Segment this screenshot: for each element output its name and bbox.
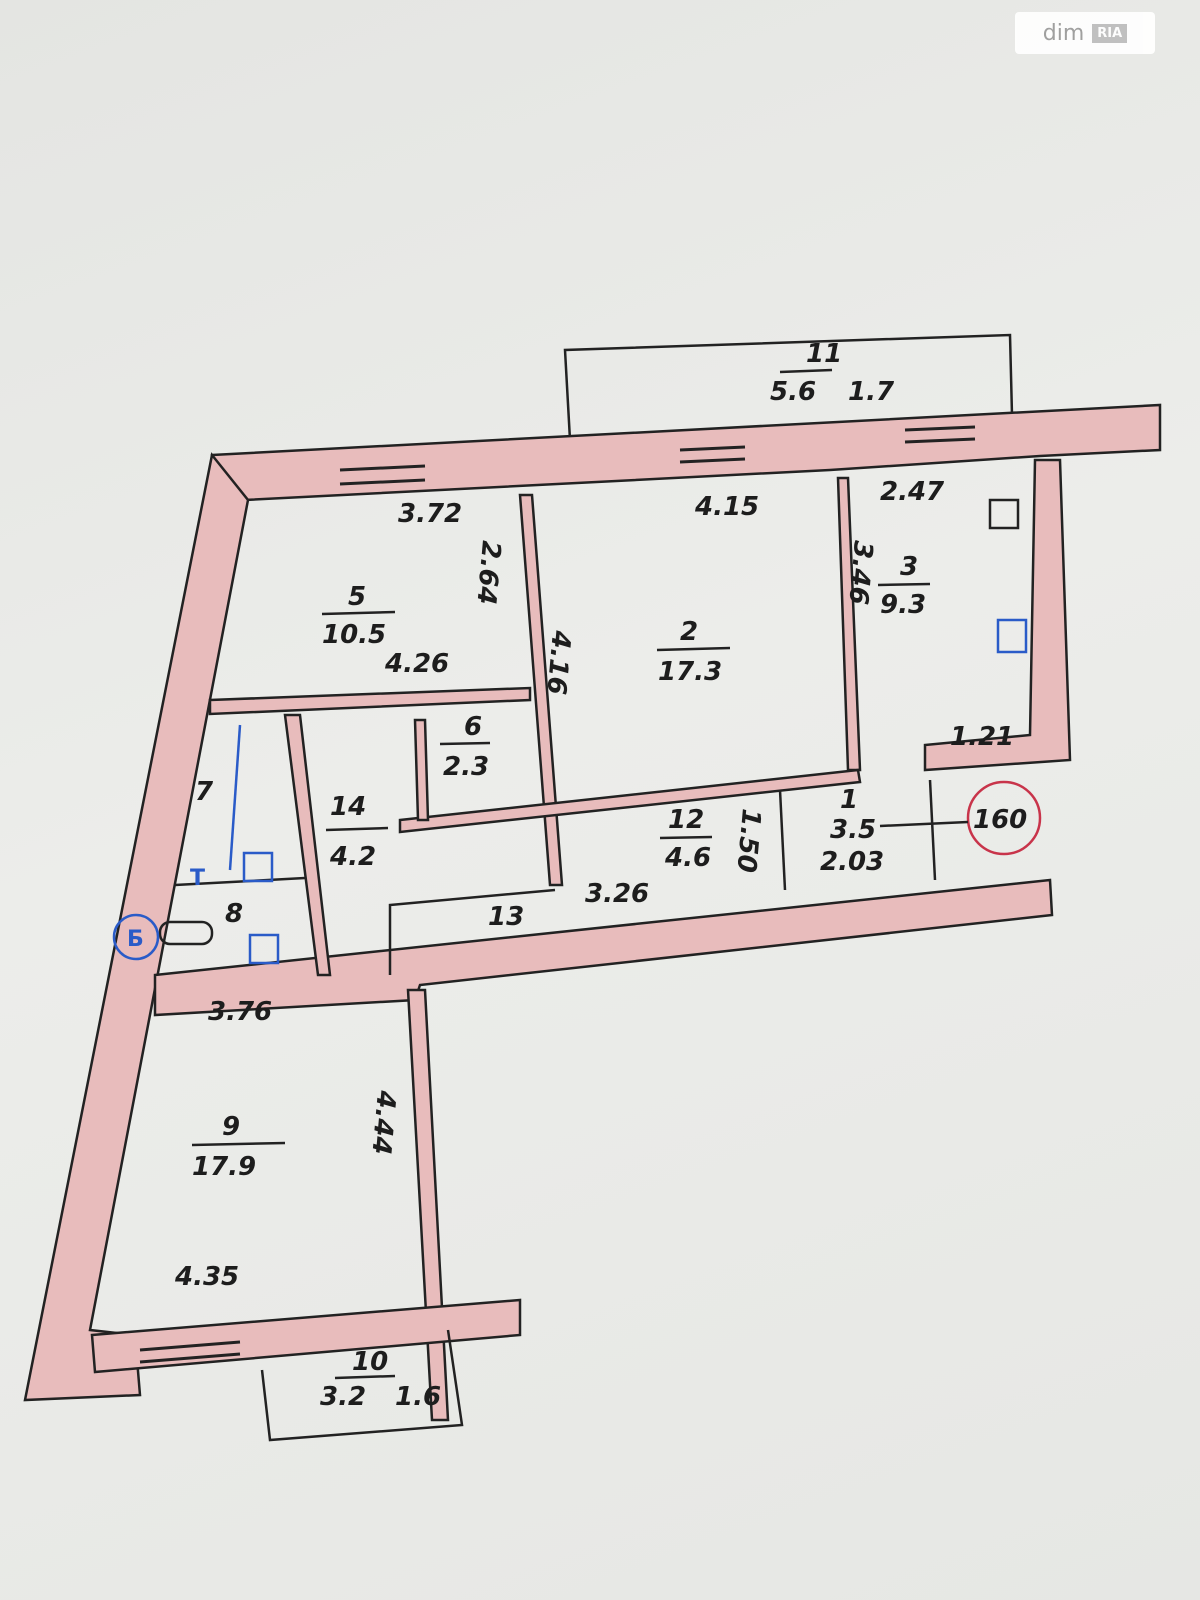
svg-text:5.6: 5.6 xyxy=(770,377,816,407)
room-7-label: 7 xyxy=(195,777,214,807)
wall-2-12 xyxy=(398,768,862,834)
svg-text:2: 2 xyxy=(680,617,698,647)
dim-4-16: 4.16 xyxy=(540,628,576,696)
wall-12-1 xyxy=(778,789,787,891)
dim-3-46: 3.46 xyxy=(842,539,877,606)
apartment-number-circle xyxy=(966,780,1042,856)
sink-icon xyxy=(996,618,1028,654)
svg-text:3.5: 3.5 xyxy=(830,815,876,845)
dim-2-03: 2.03 xyxy=(820,847,884,877)
room-14-label: 14 4.2 xyxy=(325,792,389,872)
toilet-fixture-icon xyxy=(242,851,274,883)
svg-text:3.2: 3.2 xyxy=(320,1382,366,1412)
svg-text:11: 11 xyxy=(806,339,842,369)
wall-corridor-bottom xyxy=(153,878,1054,1017)
wall-5-6 xyxy=(208,686,532,716)
svg-text:5: 5 xyxy=(348,582,366,612)
balcony-10-outline xyxy=(260,1329,464,1442)
window-room2 xyxy=(679,445,746,464)
svg-text:4.6: 4.6 xyxy=(664,843,711,873)
dim-2-64: 2.64 xyxy=(470,539,505,606)
svg-text:12: 12 xyxy=(668,805,704,835)
svg-text:10: 10 xyxy=(352,1347,388,1377)
window-room3 xyxy=(904,425,976,444)
dim-3-72: 3.72 xyxy=(398,499,462,529)
leader-line xyxy=(879,820,969,828)
svg-text:1.6: 1.6 xyxy=(395,1382,441,1412)
room-2-label: 2 17.3 xyxy=(656,617,731,687)
balcony-11-outline xyxy=(563,333,1014,441)
svg-text:3: 3 xyxy=(900,552,918,582)
toilet-t-label: Т xyxy=(190,866,205,891)
dim-3-26: 3.26 xyxy=(585,879,649,909)
room-9-label: 9 17.9 xyxy=(191,1112,286,1182)
dim-4-35: 4.35 xyxy=(174,1262,239,1292)
watermark-dim: dim xyxy=(1042,20,1085,46)
dim-1-21: 1.21 xyxy=(950,722,1014,752)
window-room5 xyxy=(339,464,426,486)
dim-4-26: 4.26 xyxy=(384,649,449,679)
closet-13 xyxy=(388,888,556,975)
wall-2-3 xyxy=(836,476,862,772)
room-10-label: 10 3.2 1.6 xyxy=(320,1347,441,1412)
room-8-label: 8 xyxy=(225,899,243,929)
wall-bottom xyxy=(90,1298,522,1374)
svg-text:2.3: 2.3 xyxy=(443,752,489,782)
watermark-ria: RIA xyxy=(1092,23,1128,43)
bath-marker: Б xyxy=(127,927,144,952)
apartment-number: 160 xyxy=(973,805,1027,835)
wall-room9-right xyxy=(406,988,450,1422)
svg-text:9.3: 9.3 xyxy=(880,590,926,620)
svg-text:6: 6 xyxy=(464,712,482,742)
dim-2-47: 2.47 xyxy=(880,477,945,507)
wall-7-8 xyxy=(174,876,306,887)
window-room9 xyxy=(139,1340,241,1364)
dim-4-44: 4.44 xyxy=(365,1088,401,1156)
svg-text:10.5: 10.5 xyxy=(322,620,386,650)
wall-kitchen-right xyxy=(923,458,1072,772)
stove-icon xyxy=(988,498,1020,530)
svg-text:1.7: 1.7 xyxy=(848,377,895,407)
wall-1-right xyxy=(928,779,937,881)
svg-text:17.9: 17.9 xyxy=(192,1152,256,1182)
dim-4-15: 4.15 xyxy=(694,492,759,522)
wall-6-14 xyxy=(413,718,430,822)
room-6-label: 6 2.3 xyxy=(439,712,491,782)
room-5-label: 5 10.5 xyxy=(321,582,396,650)
dim-ria-watermark: dim RIA xyxy=(1015,12,1155,54)
room-3-label: 3 9.3 xyxy=(877,552,931,620)
svg-text:4.2: 4.2 xyxy=(329,842,376,872)
svg-text:1: 1 xyxy=(840,785,858,815)
room-13-label: 13 xyxy=(488,902,524,932)
bath-marker-circle xyxy=(112,913,160,961)
toilet-partition xyxy=(228,724,242,871)
room-1-label: 1 3.5 xyxy=(830,785,876,845)
room-11-label: 11 5.6 1.7 xyxy=(770,339,895,407)
svg-text:9: 9 xyxy=(222,1112,240,1142)
wall-5-2 xyxy=(518,493,564,887)
dim-1-50: 1.50 xyxy=(730,807,765,874)
room-12-label: 12 4.6 xyxy=(659,805,713,873)
bath-fixture-icon xyxy=(248,933,280,965)
svg-text:17.3: 17.3 xyxy=(658,657,722,687)
dim-3-76: 3.76 xyxy=(208,997,272,1027)
svg-text:14: 14 xyxy=(330,792,366,822)
bathtub-icon xyxy=(158,920,214,946)
wall-7-14 xyxy=(283,713,332,977)
